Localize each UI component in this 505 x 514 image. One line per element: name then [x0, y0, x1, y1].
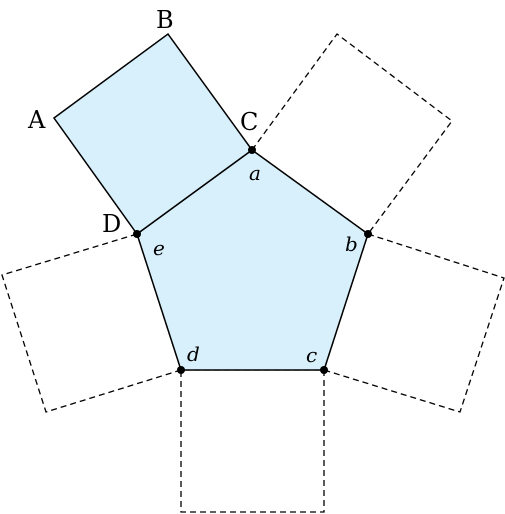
- label-D: D: [102, 210, 121, 238]
- vertex-a-dot: [248, 146, 256, 154]
- vertex-b-dot: [364, 230, 372, 238]
- label-C: C: [240, 108, 258, 136]
- vertex-c-dot: [320, 366, 328, 374]
- label-a: a: [249, 161, 261, 185]
- vertex-e-dot: [133, 230, 141, 238]
- label-b: b: [345, 232, 358, 256]
- label-A: A: [27, 106, 46, 134]
- dashed-square-cd: [180, 369, 325, 513]
- dashed-square-ab: [251, 33, 453, 235]
- label-c: c: [306, 343, 317, 367]
- label-e: e: [153, 236, 165, 260]
- label-d: d: [187, 342, 200, 366]
- label-B: B: [156, 6, 174, 34]
- vertex-d-dot: [177, 366, 185, 374]
